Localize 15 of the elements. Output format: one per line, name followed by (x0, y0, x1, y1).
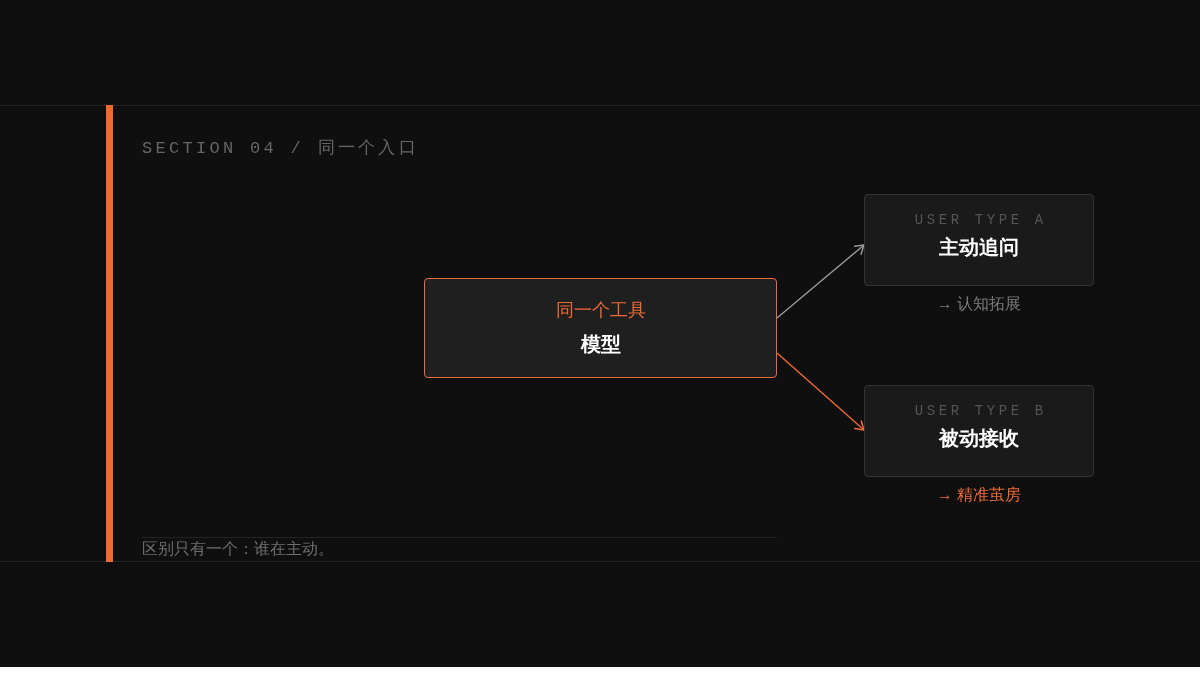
outcome-label: → 认知拓展 (936, 294, 1022, 314)
box-title: 被动接收 (939, 426, 1019, 452)
tool-box (424, 278, 777, 378)
box-heading: 同一个工具 (555, 299, 646, 322)
box-kicker: USER TYPE B (913, 402, 1047, 421)
outcome-label: → 精准茧房 (936, 485, 1022, 505)
box-title: 模型 (580, 331, 621, 357)
box-kicker: USER TYPE A (913, 211, 1047, 230)
user-type-box (864, 385, 1094, 477)
arrow (776, 244, 865, 319)
section-title: SECTION 04 / 同一个入口 (142, 138, 420, 160)
caption: 区别只有一个：谁在主动。 (142, 539, 334, 559)
user-type-box (864, 194, 1094, 286)
arrow (776, 352, 865, 431)
box-title: 主动追问 (939, 235, 1019, 261)
